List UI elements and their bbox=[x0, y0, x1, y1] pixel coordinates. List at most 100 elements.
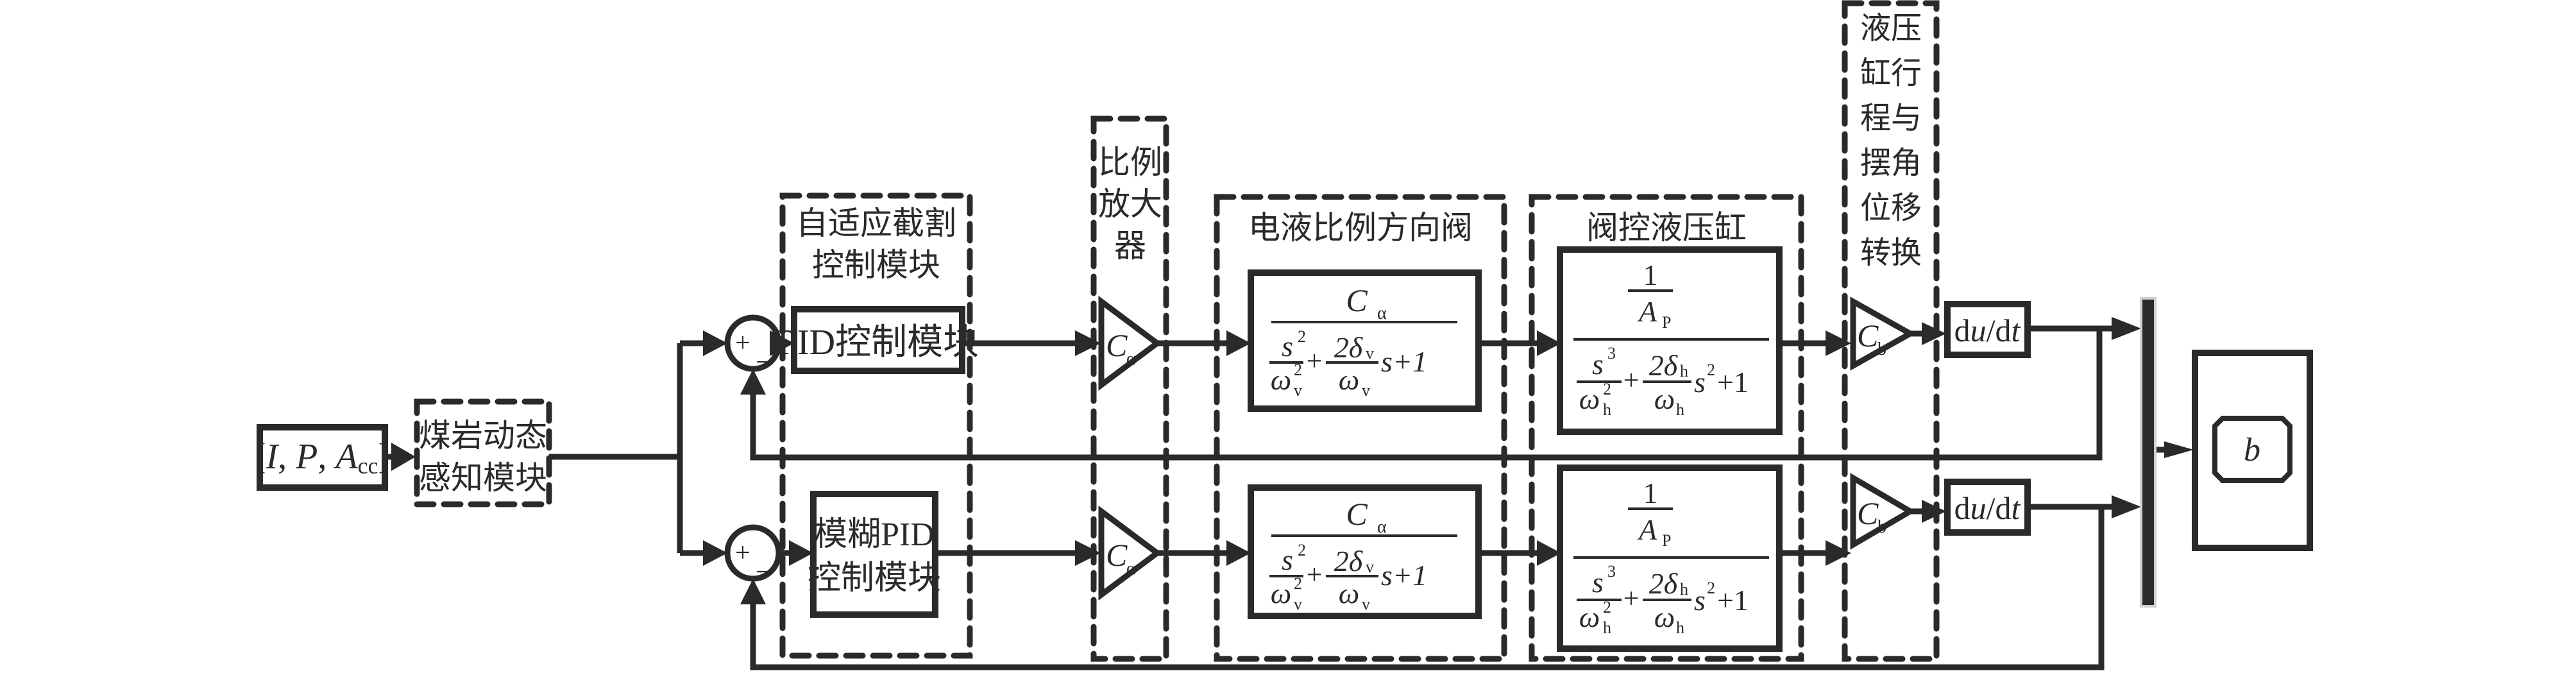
u-symbol: u bbox=[1970, 490, 1987, 526]
svg-text:[I, P, Acc]: [I, P, Acc] bbox=[254, 437, 390, 479]
tf-term2-num-sub: h bbox=[1680, 362, 1688, 380]
valve-group-label: 电液比例方向阀 bbox=[1248, 209, 1473, 246]
gain-symbol: C bbox=[1857, 318, 1879, 354]
summing-junction-bottom[interactable]: + − bbox=[724, 524, 782, 587]
pid-block-label: PID控制模块 bbox=[777, 323, 979, 362]
amplifier-label-3: 器 bbox=[1114, 227, 1146, 264]
tf-term2-den: ω bbox=[1654, 382, 1675, 415]
tf-term2-num: 2δ bbox=[1334, 545, 1363, 577]
arrow-right-icon bbox=[1537, 330, 1561, 356]
tf-term1-num: s bbox=[1592, 566, 1604, 599]
conversion-label-6: 转换 bbox=[1860, 235, 1922, 271]
arrow-right-icon bbox=[770, 330, 794, 356]
svg-text:du/dt: du/dt bbox=[1954, 312, 2021, 348]
var-I: I bbox=[265, 437, 279, 477]
tf-term1-num-sup: 3 bbox=[1607, 562, 1616, 581]
arrow-right-icon bbox=[1922, 500, 1946, 523]
tf-numerator-num: 1 bbox=[1643, 477, 1658, 509]
tf-term2-num-sub: v bbox=[1366, 344, 1374, 362]
arrow-up-icon bbox=[740, 369, 766, 395]
tf-term1-den-sub: h bbox=[1603, 618, 1611, 637]
conversion-group: 液压 缸行 程与 摆角 位移 转换 bbox=[1842, 0, 1940, 662]
cylinder-group: 阀控液压缸 bbox=[1529, 194, 1804, 662]
feedback-loop-top bbox=[750, 328, 2103, 461]
feedback-loop-bottom bbox=[750, 507, 2105, 670]
d-symbol: d bbox=[1996, 490, 2012, 526]
tf-numerator: C bbox=[1346, 496, 1368, 532]
tf-term1-den: ω bbox=[1579, 601, 1600, 633]
slash: / bbox=[1987, 312, 1996, 348]
amplifier-gain-bottom[interactable]: C α bbox=[1098, 506, 1162, 601]
tf-term1-num-sup: 2 bbox=[1298, 541, 1306, 559]
fuzzy-pid-block[interactable]: 模糊PID 控制模块 bbox=[808, 491, 941, 618]
arrow-right-icon bbox=[1922, 322, 1946, 345]
tf-plus: + bbox=[1307, 559, 1323, 590]
tf-term1-den-sub: v bbox=[1294, 595, 1302, 613]
slash: / bbox=[1987, 490, 1996, 526]
tf-plus: + bbox=[1623, 583, 1640, 614]
conversion-label-4: 摆角 bbox=[1860, 145, 1922, 181]
tf-tail: s+1 bbox=[1381, 559, 1427, 592]
tf-term1-den: ω bbox=[1271, 577, 1291, 609]
conversion-label-1: 液压 bbox=[1860, 10, 1922, 46]
tf-term1-num: s bbox=[1282, 330, 1293, 362]
t-symbol: t bbox=[2012, 490, 2021, 526]
tf-term1-num-sup: 2 bbox=[1298, 327, 1306, 346]
tf-tail: s+1 bbox=[1381, 345, 1427, 378]
t-symbol: t bbox=[2012, 312, 2021, 348]
pid-block[interactable]: PID控制模块 bbox=[777, 306, 979, 374]
sep-2: , bbox=[318, 437, 335, 477]
arrow-up-icon bbox=[740, 579, 766, 604]
tf-term2-den-sub: v bbox=[1362, 381, 1370, 400]
adaptive-group-line1: 自适应截割 bbox=[796, 205, 956, 242]
tf-tail-rest: +1 bbox=[1717, 584, 1749, 617]
svg-text:du/dt: du/dt bbox=[1954, 490, 2021, 526]
arrow-right-icon bbox=[2112, 317, 2141, 340]
tf-term2-num-sub: h bbox=[1680, 580, 1688, 599]
conversion-label-5: 位移 bbox=[1860, 190, 1922, 226]
tf-term1-num: s bbox=[1282, 543, 1293, 576]
arrow-right-icon bbox=[2164, 441, 2194, 458]
tf-term1-den-sup: 2 bbox=[1603, 380, 1611, 398]
bracket-open: [ bbox=[254, 437, 266, 477]
valve-group: 电液比例方向阀 bbox=[1214, 194, 1507, 662]
arrow-right-icon bbox=[1226, 540, 1251, 566]
tf-numerator: C bbox=[1346, 282, 1368, 318]
derivative-block-bottom[interactable]: du/dt bbox=[1944, 479, 2031, 536]
cylinder-group-label: 阀控液压缸 bbox=[1586, 209, 1747, 246]
tf-term1-den-sub: v bbox=[1294, 381, 1302, 400]
arrow-right-icon bbox=[1226, 330, 1251, 356]
sensing-module[interactable]: 煤岩动态 感知模块 bbox=[414, 398, 552, 507]
amplifier-label-1: 比例 bbox=[1098, 144, 1162, 181]
conversion-gain-top[interactable]: C b bbox=[1850, 296, 1917, 371]
sensing-module-line1: 煤岩动态 bbox=[419, 417, 547, 454]
minus-sign: − bbox=[756, 348, 771, 377]
bracket-close: ] bbox=[378, 437, 391, 477]
var-A-sub: cc bbox=[358, 453, 378, 479]
arrow-right-icon bbox=[1075, 330, 1101, 356]
tf-numerator-sub: α bbox=[1377, 517, 1387, 537]
input-block[interactable]: [I, P, Acc] bbox=[254, 424, 390, 491]
conversion-gain-bottom[interactable]: C b bbox=[1850, 473, 1916, 550]
tf-term1-den: ω bbox=[1579, 382, 1600, 415]
fuzzy-pid-line1: 模糊PID bbox=[814, 516, 935, 553]
plus-sign: + bbox=[735, 538, 750, 568]
mux-bar[interactable] bbox=[2140, 297, 2157, 608]
minus-sign: − bbox=[756, 558, 771, 587]
scope-block[interactable]: b bbox=[2192, 350, 2313, 551]
derivative-block-top[interactable]: du/dt bbox=[1944, 301, 2031, 358]
fuzzy-pid-line2: 控制模块 bbox=[808, 560, 941, 597]
gain-sub: α bbox=[1126, 349, 1136, 369]
arrow-right-icon bbox=[1537, 540, 1561, 566]
adaptive-group-line2: 控制模块 bbox=[812, 246, 940, 284]
conversion-label-3: 程与 bbox=[1860, 100, 1922, 136]
tf-numerator-num: 1 bbox=[1643, 259, 1658, 291]
arrow-right-icon bbox=[391, 443, 416, 471]
amplifier-gain-top[interactable]: C α bbox=[1098, 296, 1162, 391]
tf-term2-num: 2δ bbox=[1334, 331, 1363, 364]
